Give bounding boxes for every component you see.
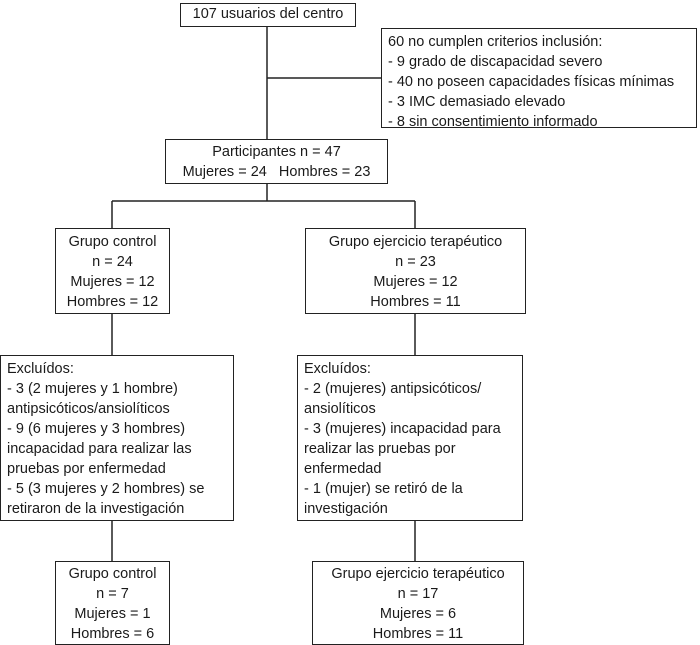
exclusion-line: - 3 IMC demasiado elevado (388, 94, 566, 110)
control-excluded-box: Excluídos: - 3 (2 mujeres y 1 hombre) an… (0, 355, 234, 521)
exclusion-line: - 40 no poseen capacidades físicas mínim… (388, 74, 675, 90)
exercise-group-men: Hombres = 11 (370, 294, 461, 310)
total-users-box: 107 usuarios del centro (180, 3, 356, 27)
exercise-final-box: Grupo ejercicio terapéutico n = 17 Mujer… (312, 561, 524, 645)
exercise-final-men: Hombres = 11 (372, 626, 464, 642)
control-group-box: Grupo control n = 24 Mujeres = 12 Hombre… (55, 228, 170, 314)
exercise-final-title: Grupo ejercicio terapéutico (331, 566, 505, 582)
control-excluded-line: - 9 (6 mujeres y 3 hombres) (7, 421, 186, 437)
control-excluded-line: incapacidad para realizar las (7, 441, 192, 457)
control-excluded-line: - 5 (3 mujeres y 2 hombres) se (7, 481, 205, 497)
exercise-group-women: Mujeres = 12 (373, 274, 458, 290)
control-group-title: Grupo control (68, 234, 157, 250)
control-excluded-line: - 3 (2 mujeres y 1 hombre) (7, 381, 178, 397)
exercise-final-women: Mujeres = 6 (379, 606, 457, 622)
exercise-group-box: Grupo ejercicio terapéutico n = 23 Mujer… (305, 228, 526, 314)
exercise-excluded-line: realizar las pruebas por (304, 441, 456, 457)
control-excluded-line: retiraron de la investigación (7, 501, 185, 517)
participants-men: Hombres = 23 (278, 164, 371, 180)
control-final-box: Grupo control n = 7 Mujeres = 1 Hombres … (55, 561, 170, 645)
control-group-men: Hombres = 12 (66, 294, 159, 310)
control-excluded-line: pruebas por enfermedad (7, 461, 166, 477)
participants-title: Participantes n = 47 (212, 144, 341, 160)
total-users-label: 107 usuarios del centro (192, 6, 344, 22)
exercise-excluded-line: - 3 (mujeres) incapacidad para (304, 421, 501, 437)
participants-women: Mujeres = 24 (182, 164, 267, 180)
exercise-group-title: Grupo ejercicio terapéutico (328, 234, 503, 250)
exclusion-line: - 9 grado de discapacidad severo (388, 54, 603, 70)
control-final-title: Grupo control (68, 566, 157, 582)
exercise-excluded-box: Excluídos: - 2 (mujeres) antipsicóticos/… (297, 355, 523, 521)
control-final-women: Mujeres = 1 (74, 606, 151, 622)
exercise-excluded-line: ansiolíticos (304, 401, 376, 417)
control-excluded-line: Excluídos: (7, 361, 74, 377)
participants-sex-row: Mujeres = 24 Hombres = 23 (166, 162, 387, 182)
initial-exclusion-box: 60 no cumplen criterios inclusión: - 9 g… (381, 28, 697, 130)
control-excluded-line: antipsicóticos/ansiolíticos (7, 401, 170, 417)
exclusion-line: 60 no cumplen criterios inclusión: (388, 34, 603, 50)
control-final-men: Hombres = 6 (70, 626, 155, 642)
exercise-group-n: n = 23 (395, 254, 436, 270)
control-final-n: n = 7 (96, 586, 129, 602)
exercise-excluded-line: - 2 (mujeres) antipsicóticos/ (304, 381, 482, 397)
exercise-excluded-line: Excluídos: (304, 361, 371, 377)
exercise-excluded-line: investigación (304, 501, 388, 517)
exercise-excluded-line: - 1 (mujer) se retiró de la (304, 481, 463, 497)
participants-box: Participantes n = 47 Mujeres = 24 Hombre… (165, 139, 388, 184)
exclusion-line: - 8 sin consentimiento informado (388, 114, 598, 130)
control-group-women: Mujeres = 12 (70, 274, 155, 290)
control-group-n: n = 24 (92, 254, 133, 270)
exercise-excluded-line: enfermedad (304, 461, 382, 477)
exercise-final-n: n = 17 (397, 586, 439, 602)
